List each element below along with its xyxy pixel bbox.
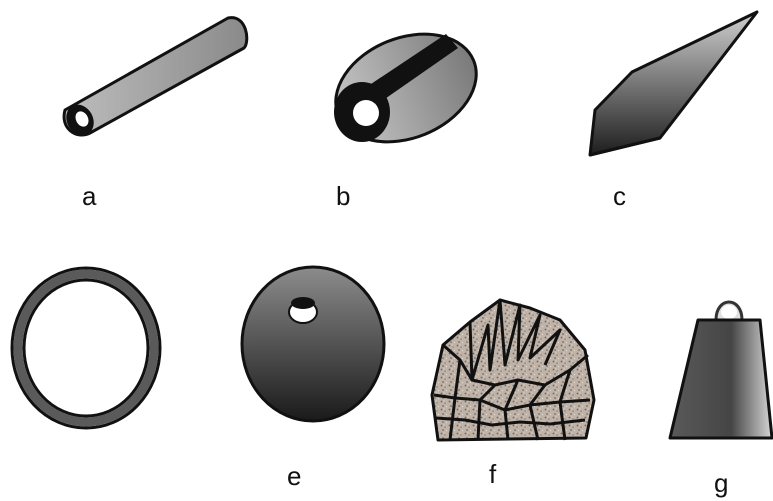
tube-bead-icon bbox=[61, 18, 247, 141]
bell-weight-icon bbox=[670, 302, 772, 438]
label-g: g bbox=[714, 470, 728, 496]
label-a: a bbox=[82, 183, 96, 209]
label-c: c bbox=[613, 183, 626, 209]
rolled-shell-bead-icon bbox=[320, 14, 493, 161]
label-e: e bbox=[287, 463, 301, 489]
drilled-round-bead-icon bbox=[242, 267, 384, 421]
pointed-pendant-icon bbox=[590, 12, 757, 155]
ring-icon bbox=[12, 268, 160, 428]
textured-stone-icon bbox=[432, 300, 594, 440]
label-b: b bbox=[336, 183, 350, 209]
label-f: f bbox=[489, 461, 496, 487]
